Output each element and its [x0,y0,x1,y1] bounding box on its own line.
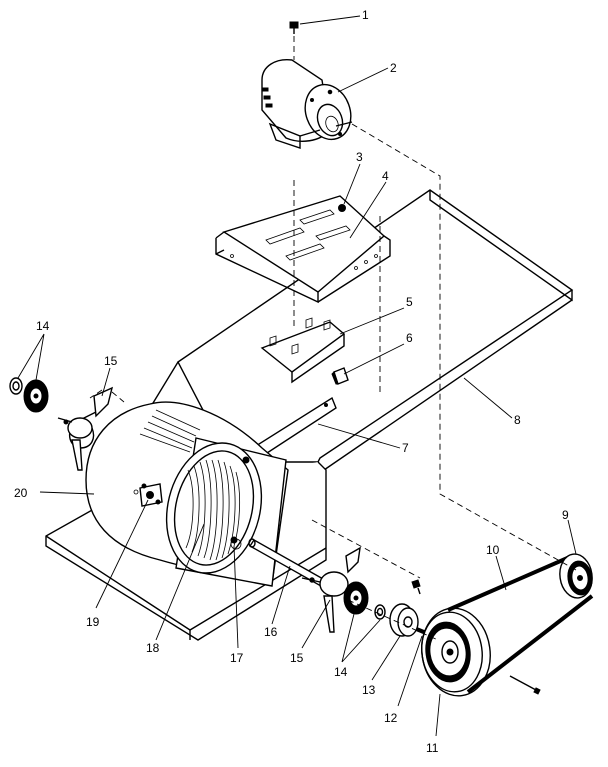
label-19: 19 [86,615,100,629]
label-11: 11 [426,741,439,755]
motor [261,59,353,149]
pulley-bolt [509,675,541,695]
clip [331,367,349,385]
set-screw [411,579,421,595]
belt [447,554,594,694]
bearing-arm-left [57,386,114,471]
label-17: 17 [230,651,244,665]
bracket-nut [338,204,346,212]
label-5: 5 [406,295,413,309]
label-15-lower: 15 [290,651,304,665]
blower-housing [85,401,289,587]
label-16: 16 [264,625,278,639]
bearing-arm-right [301,546,361,633]
label-9: 9 [562,508,569,522]
label-14-lower: 14 [334,665,348,679]
motor-screw [289,21,299,34]
assembly-lines [89,36,577,641]
motor-pulley [559,553,593,599]
label-4: 4 [382,169,389,183]
blower-pulley [421,607,491,697]
label-6: 6 [406,331,413,345]
label-8: 8 [514,413,521,427]
label-18: 18 [146,641,160,655]
bearing-mount-left [133,483,163,507]
label-3: 3 [356,150,363,164]
pulley-hub [389,603,419,637]
small-bracket [260,317,346,384]
label-20: 20 [14,486,28,500]
label-1: 1 [362,8,369,22]
label-13: 13 [362,683,376,697]
label-12: 12 [384,711,398,725]
part-labels: 1 2 3 4 5 6 7 8 9 10 11 12 13 14 14 15 1… [14,8,569,755]
label-14-upper: 14 [36,319,50,333]
label-2: 2 [390,61,397,75]
leader-lines [17,15,577,737]
motor-mount-bracket [215,195,391,304]
label-7: 7 [402,441,409,455]
label-10: 10 [486,543,500,557]
bearing-left [9,377,49,413]
label-15-upper: 15 [104,354,118,368]
